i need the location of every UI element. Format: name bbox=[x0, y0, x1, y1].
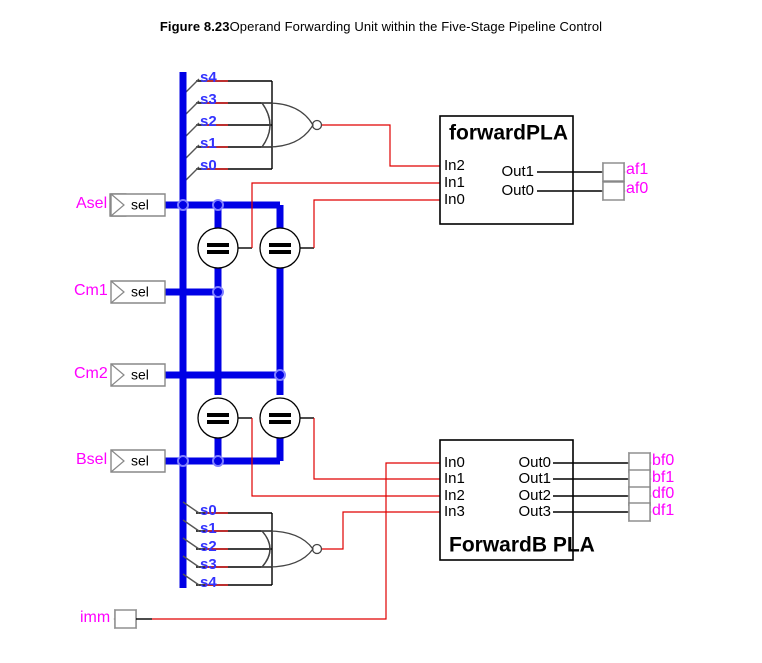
output-port-label-df1: df1 bbox=[652, 502, 674, 519]
output-port-label-bf0: bf0 bbox=[652, 452, 674, 469]
bottom-nor-gate bbox=[260, 530, 323, 568]
top-gate-input-label-s0: s0 bbox=[200, 157, 217, 174]
forwardpla-input-in2: In2 bbox=[444, 157, 465, 174]
comparator-a2 bbox=[259, 227, 314, 269]
input-port-pin-cm2: sel bbox=[131, 367, 149, 383]
forwardb-input-in0: In0 bbox=[444, 454, 465, 471]
forwardb-input-in2: In2 bbox=[444, 487, 465, 504]
comparator-b1 bbox=[197, 397, 252, 439]
input-port-cm2[interactable]: Cm2 sel bbox=[74, 363, 166, 387]
input-port-label-cm1: Cm1 bbox=[74, 282, 108, 299]
bottom-gate-input-label-s1: s1 bbox=[200, 520, 217, 537]
output-port-df1[interactable]: df1 bbox=[627, 501, 674, 523]
input-port-cm1[interactable]: Cm1 sel bbox=[74, 280, 166, 304]
top-gate-input-label-s1: s1 bbox=[200, 135, 217, 152]
figure-number: Figure 8.23 bbox=[159, 19, 230, 34]
bottom-gate-input-label-s4: s4 bbox=[200, 574, 217, 591]
input-port-pin-asel: sel bbox=[131, 197, 149, 213]
forwardb-output-out3: Out3 bbox=[518, 503, 551, 520]
bottom-gate-input-label-s3: s3 bbox=[200, 556, 217, 573]
input-port-pin-bsel: sel bbox=[131, 453, 149, 469]
forwardpla-output-out1: Out1 bbox=[501, 163, 534, 180]
forwardb-output-out0: Out0 bbox=[518, 454, 551, 471]
top-gate-input-labels: s4 s3 s2 s1 s0 bbox=[200, 69, 217, 174]
forwardb-output-out2: Out2 bbox=[518, 487, 551, 504]
forwardpla-input-in0: In0 bbox=[444, 191, 465, 208]
output-port-bf1[interactable]: bf1 bbox=[627, 468, 674, 491]
comparator-a1 bbox=[197, 227, 252, 269]
forwardb-input-in1: In1 bbox=[444, 470, 465, 487]
forwardb-pla-block[interactable]: In0 In1 In2 In3 Out0 Out1 Out2 Out3 Forw… bbox=[439, 439, 595, 561]
input-port-label-cm2: Cm2 bbox=[74, 365, 108, 382]
top-gate-input-lines bbox=[182, 78, 273, 184]
forwardpla-output-nets bbox=[537, 171, 603, 192]
bottom-gate-input-label-s0: s0 bbox=[200, 502, 217, 519]
output-port-df0[interactable]: df0 bbox=[627, 485, 674, 507]
bottom-gate-input-label-s2: s2 bbox=[200, 538, 217, 555]
top-nor-gate bbox=[260, 102, 323, 148]
input-port-pin-cm1: sel bbox=[131, 284, 149, 300]
junction-bsel-branch bbox=[212, 455, 224, 467]
output-port-label-af1: af1 bbox=[626, 161, 648, 178]
output-port-af1[interactable]: af1 bbox=[601, 161, 648, 183]
output-port-label-af0: af0 bbox=[626, 180, 648, 197]
junction-bsel-bus bbox=[177, 455, 189, 467]
output-port-label-df0: df0 bbox=[652, 485, 674, 502]
forwardb-output-nets bbox=[553, 462, 629, 513]
forwardb-output-out1: Out1 bbox=[518, 470, 551, 487]
forwardpla-input-nets bbox=[251, 124, 440, 248]
junction-asel-branch bbox=[212, 199, 224, 211]
bottom-gate-input-labels: s0 s1 s2 s3 s4 bbox=[200, 502, 217, 591]
imm-port[interactable]: imm bbox=[80, 608, 152, 630]
wire-junctions bbox=[177, 199, 286, 467]
figure-caption: Figure 8.23Operand Forwarding Unit withi… bbox=[0, 19, 762, 34]
input-port-bsel[interactable]: Bsel sel bbox=[76, 449, 166, 473]
bottom-gate-input-lines bbox=[182, 501, 273, 586]
input-port-label-bsel: Bsel bbox=[76, 451, 107, 468]
input-port-asel[interactable]: Asel sel bbox=[76, 193, 166, 217]
junction-asel-bus bbox=[177, 199, 189, 211]
output-port-label-bf1: bf1 bbox=[652, 469, 674, 486]
junction-cm2 bbox=[274, 369, 286, 381]
forwardb-input-nets bbox=[152, 418, 440, 620]
input-port-label-asel: Asel bbox=[76, 195, 107, 212]
forwardpla-block[interactable]: forwardPLA In2 In1 In0 Out1 Out0 bbox=[439, 115, 574, 225]
forwardpla-input-in1: In1 bbox=[444, 174, 465, 191]
top-gate-input-label-s3: s3 bbox=[200, 91, 217, 108]
forwardpla-output-out0: Out0 bbox=[501, 182, 534, 199]
figure-caption-text: Operand Forwarding Unit within the Five-… bbox=[229, 19, 603, 34]
forwardpla-title: forwardPLA bbox=[449, 122, 568, 145]
output-port-af0[interactable]: af0 bbox=[601, 180, 648, 202]
forwardb-input-in3: In3 bbox=[444, 503, 465, 520]
junction-cm1 bbox=[212, 286, 224, 298]
top-gate-input-label-s4: s4 bbox=[200, 69, 217, 86]
comparator-b2 bbox=[259, 397, 314, 439]
top-gate-input-label-s2: s2 bbox=[200, 113, 217, 130]
imm-port-label: imm bbox=[80, 609, 110, 626]
forwardb-pla-title: ForwardB PLA bbox=[449, 534, 595, 557]
